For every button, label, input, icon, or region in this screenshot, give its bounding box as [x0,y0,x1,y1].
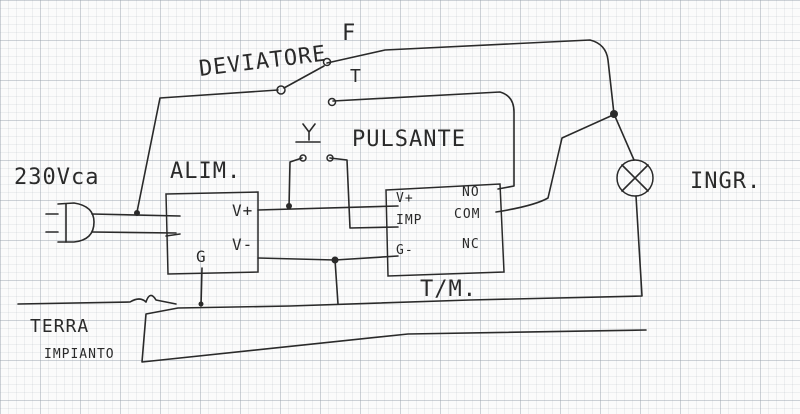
wires [17,39,647,363]
wire-live-to-switch [136,89,279,213]
pulsante-button [295,123,334,162]
wire-vminus [257,255,399,261]
tim-box [385,183,505,277]
mains-wire-bottom [91,231,177,234]
label-tim-com: COM [454,207,480,222]
label-deviatore-t: T [350,66,362,87]
deviatore-switch [276,57,337,107]
label-pulsante: PULSANTE [352,127,466,152]
label-deviatore-f: F [342,21,356,46]
label-tim: T/M. [420,277,477,302]
wire-switch-t [332,91,515,190]
label-alim-g: G [196,247,207,266]
label-earth-1: TERRA [30,316,89,337]
junction-button [286,203,292,209]
label-tim-vplus: V+ [396,191,414,206]
switch-f-terminal [322,57,332,67]
label-tim-nc: NC [462,237,480,252]
label-lamp: INGR. [690,169,761,194]
wire-vminus-drop [334,259,339,305]
junction-earth [198,301,204,307]
label-mains: 230Vca [14,165,99,190]
wire-switch-f [326,39,615,115]
label-earth-2: IMPIANTO [44,347,115,362]
switch-t-terminal [327,97,337,107]
switch-common-terminal [276,85,286,95]
wire-vplus [257,205,399,211]
junction-lamp [610,110,618,118]
junction-dots [134,110,618,307]
wire-button-left [288,157,303,209]
wire-com-to-lamp [495,114,614,213]
label-deviatore: DEVIATORE [198,42,328,82]
label-tim-no: NO [462,185,480,200]
wire-alim-g [200,267,203,307]
wire-button-right [329,157,399,229]
labels: DEVIATORE F T PULSANTE 230Vca ALIM. V+ V… [14,21,761,362]
label-tim-imp: IMP [396,213,422,228]
label-alim: ALIM. [170,159,241,184]
wire-node-to-lamp [613,113,635,161]
alim-box [165,191,259,275]
wire-lamp-return [141,195,647,363]
lamp-icon [616,159,654,197]
label-tim-gnd: G- [396,243,414,258]
junction-mains [134,210,140,216]
junction-vminus [331,256,339,264]
mains-plug-icon [45,202,95,243]
wire-earth [17,294,177,305]
label-alim-vminus: V- [232,235,253,254]
label-alim-vplus: V+ [232,201,253,220]
